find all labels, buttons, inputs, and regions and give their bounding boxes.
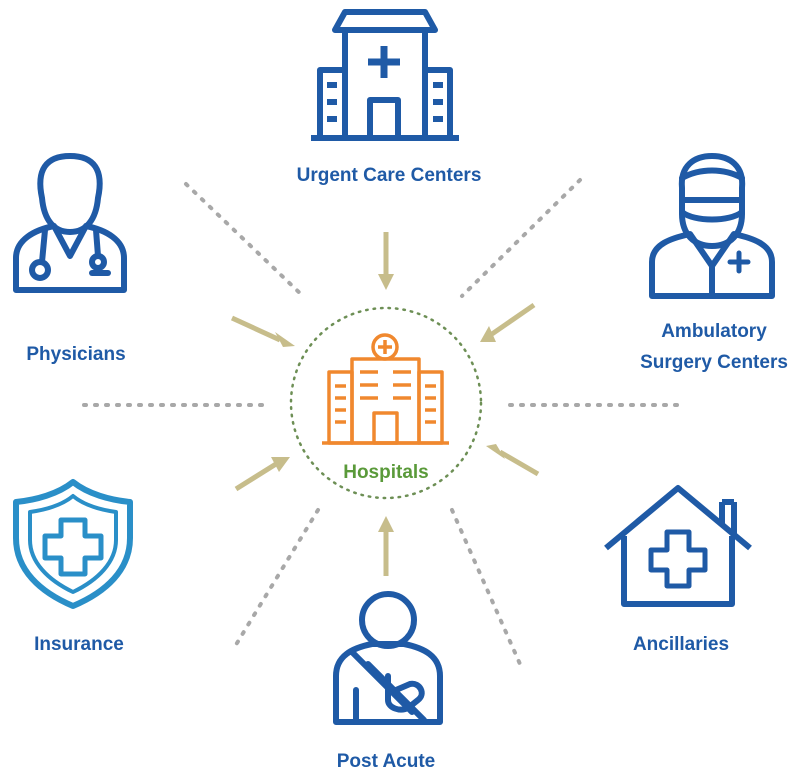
urgent-care-building-icon — [311, 9, 459, 141]
arrow-from-ancillaries — [486, 444, 540, 477]
ambulatory-node: Ambulatory Surgery Centers — [640, 153, 788, 373]
arrow-from-urgent-care — [378, 232, 394, 290]
urgent-care-label: Urgent Care Centers — [297, 165, 482, 186]
insurance-node: Insurance — [13, 479, 133, 655]
arrow-from-ambulatory — [480, 302, 536, 342]
physicians-label: Physicians — [26, 344, 125, 365]
arrow-from-physicians — [230, 315, 295, 347]
hospital-icon — [322, 333, 449, 445]
post-acute-label: Post Acute — [337, 751, 436, 772]
ambulatory-label-line1: Ambulatory — [661, 321, 767, 342]
house-cross-icon — [604, 485, 752, 607]
urgent-care-node: Urgent Care Centers — [297, 9, 482, 186]
connector-top-right — [460, 178, 582, 298]
ancillaries-node: Ancillaries — [604, 485, 752, 655]
arrows — [230, 232, 540, 576]
ancillaries-label: Ancillaries — [633, 634, 729, 655]
arrow-from-insurance — [234, 457, 290, 492]
insurance-label: Insurance — [34, 634, 124, 655]
connector-bottom-left — [232, 508, 320, 650]
center-label: Hospitals — [343, 462, 429, 483]
connector-bottom-right — [450, 508, 522, 666]
ambulatory-label-line2: Surgery Centers — [640, 352, 788, 373]
center-circle — [289, 306, 483, 500]
physicians-node: Physicians — [13, 153, 127, 365]
shield-cross-icon — [13, 479, 133, 609]
connector-top-left — [184, 182, 307, 300]
physician-icon — [13, 153, 127, 293]
post-acute-node: Post Acute — [333, 591, 443, 772]
surgeon-icon — [649, 153, 775, 299]
dotted-connectors — [82, 178, 686, 666]
patient-sling-icon — [333, 591, 443, 725]
arrow-from-post-acute — [378, 516, 394, 576]
